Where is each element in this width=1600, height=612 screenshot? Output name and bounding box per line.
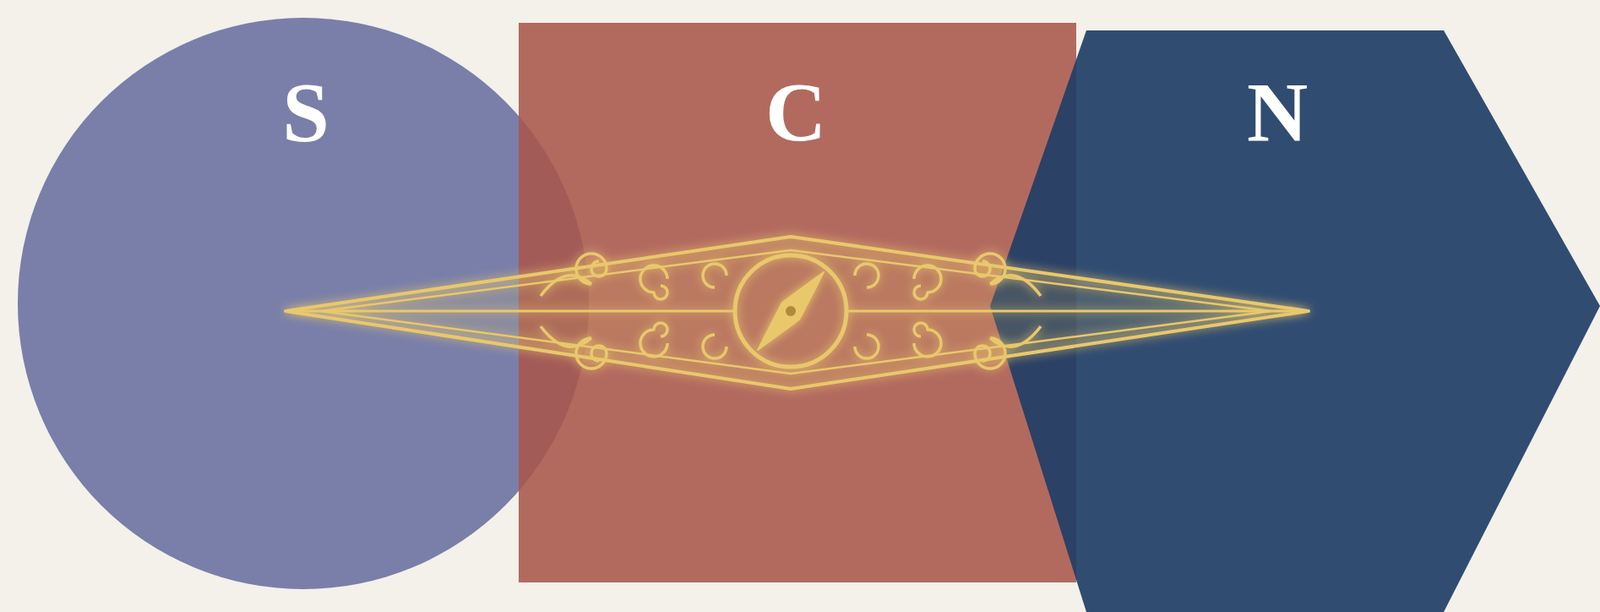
region-letter: S [282,70,330,155]
region-letter: N [1246,70,1308,155]
region-letter: C [765,70,827,155]
